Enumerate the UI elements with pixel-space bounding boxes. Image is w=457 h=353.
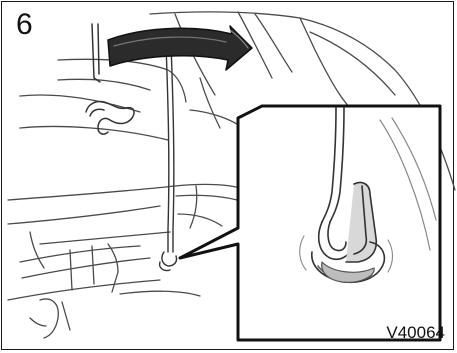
trunk-floor-outline [8, 184, 248, 338]
detail-callout [180, 106, 440, 340]
figure-code: V40064 [386, 323, 445, 343]
step-number: 6 [16, 10, 33, 40]
support-rod [160, 42, 177, 271]
rotation-arrow-icon [108, 26, 252, 70]
